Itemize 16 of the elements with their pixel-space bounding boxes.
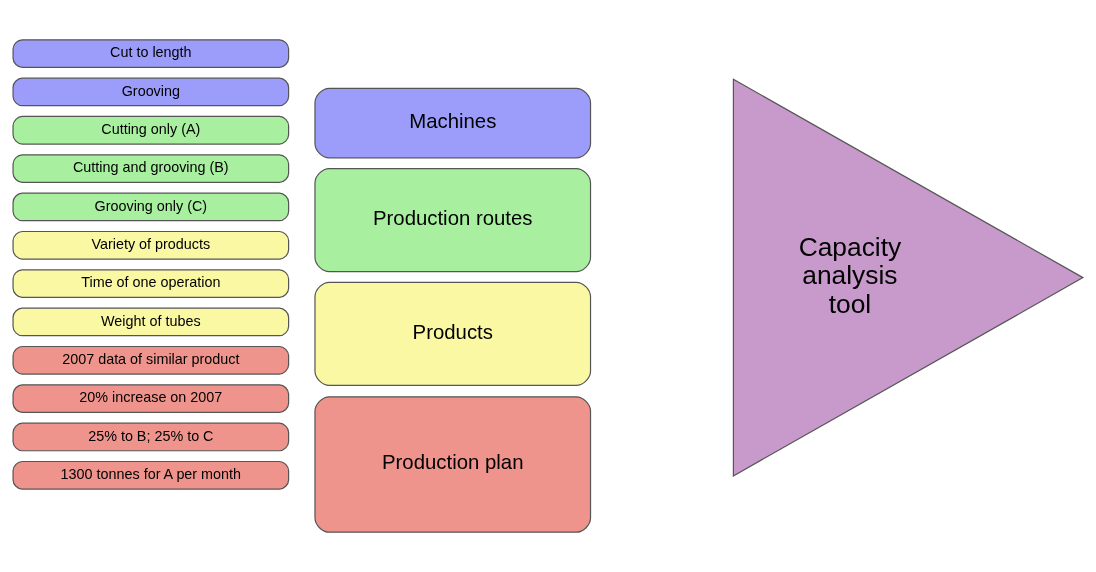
node-box: Machines	[314, 87, 592, 159]
node-box: Grooving only (C)	[12, 192, 290, 222]
node-box: Grooving	[12, 77, 290, 107]
node-box: 25% to B; 25% to C	[12, 422, 290, 452]
node-box: Cutting only (A)	[12, 115, 290, 145]
node-box: Weight of tubes	[12, 307, 290, 337]
node-box: 1300 tonnes for A per month	[12, 460, 290, 490]
node-box: Cut to length	[12, 39, 290, 68]
node-box: Time of one operation	[12, 269, 290, 298]
node-box: Cutting and grooving (B)	[12, 154, 290, 183]
node-box: Variety of products	[12, 230, 290, 260]
node-box: Products	[314, 281, 592, 387]
node-box: 2007 data of similar product	[12, 345, 290, 375]
node-box: Production plan	[314, 396, 592, 533]
node-box: 20% increase on 2007	[12, 384, 290, 413]
node-box: Production routes	[314, 168, 592, 273]
